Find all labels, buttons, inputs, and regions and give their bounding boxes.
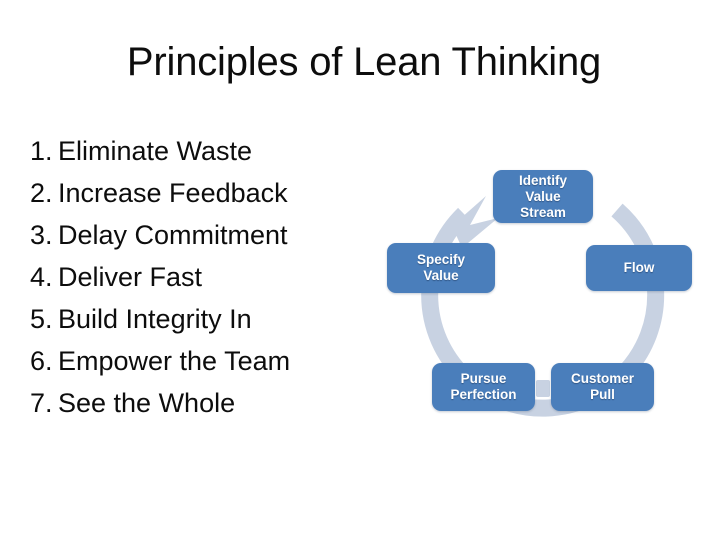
cycle-node-line: Flow <box>623 260 655 275</box>
list-item-label: Eliminate Waste <box>58 136 253 166</box>
cycle-node-line: Value <box>423 268 459 283</box>
list-item-number: 3. <box>30 220 53 250</box>
cycle-node-line: Identify <box>518 172 567 188</box>
list-item-number: 4. <box>30 262 53 292</box>
list-item: 2.Increase Feedback <box>30 172 390 214</box>
list-item-label: See the Whole <box>58 388 236 418</box>
list-item-number: 7. <box>30 388 53 418</box>
list-item: 6.Empower the Team <box>30 340 390 382</box>
cycle-node-line: Specify <box>416 252 466 267</box>
list-item: 5.Build Integrity In <box>30 298 390 340</box>
list-item-number: 2. <box>30 178 53 208</box>
principles-list: 1.Eliminate Waste 2.Increase Feedback 3.… <box>30 130 390 424</box>
cycle-node-pursue-perfection[interactable]: Pursue Perfection <box>432 363 535 411</box>
page-title: Principles of Lean Thinking <box>126 40 602 84</box>
cycle-node-specify-value[interactable]: Specify Value <box>387 243 495 293</box>
list-item: 1.Eliminate Waste <box>30 130 390 172</box>
list-item-number: 5. <box>30 304 53 334</box>
cycle-node-flow[interactable]: Flow <box>586 245 692 291</box>
list-item-label: Deliver Fast <box>58 262 203 292</box>
list-item-number: 1. <box>30 136 53 166</box>
cycle-node-line: Perfection <box>450 387 517 402</box>
list-item-label: Build Integrity In <box>58 304 252 334</box>
list-item: 7.See the Whole <box>30 382 390 424</box>
list-item-label: Increase Feedback <box>58 178 288 208</box>
cycle-node-line: Value <box>525 188 561 204</box>
lean-cycle-diagram: Identify Value Stream Flow Customer Pull… <box>378 152 708 432</box>
list-item: 4.Deliver Fast <box>30 256 390 298</box>
cycle-node-line: Pull <box>590 387 615 402</box>
cycle-node-line: Pursue <box>460 371 507 386</box>
cycle-connector <box>536 380 550 397</box>
cycle-node-line: Stream <box>520 204 566 220</box>
cycle-node-customer-pull[interactable]: Customer Pull <box>551 363 654 411</box>
list-item-label: Delay Commitment <box>58 220 288 250</box>
list-item: 3.Delay Commitment <box>30 214 390 256</box>
cycle-node-identify-value-stream[interactable]: Identify Value Stream <box>493 170 593 223</box>
list-item-label: Empower the Team <box>58 346 291 376</box>
list-item-number: 6. <box>30 346 53 376</box>
cycle-node-line: Customer <box>570 371 634 386</box>
